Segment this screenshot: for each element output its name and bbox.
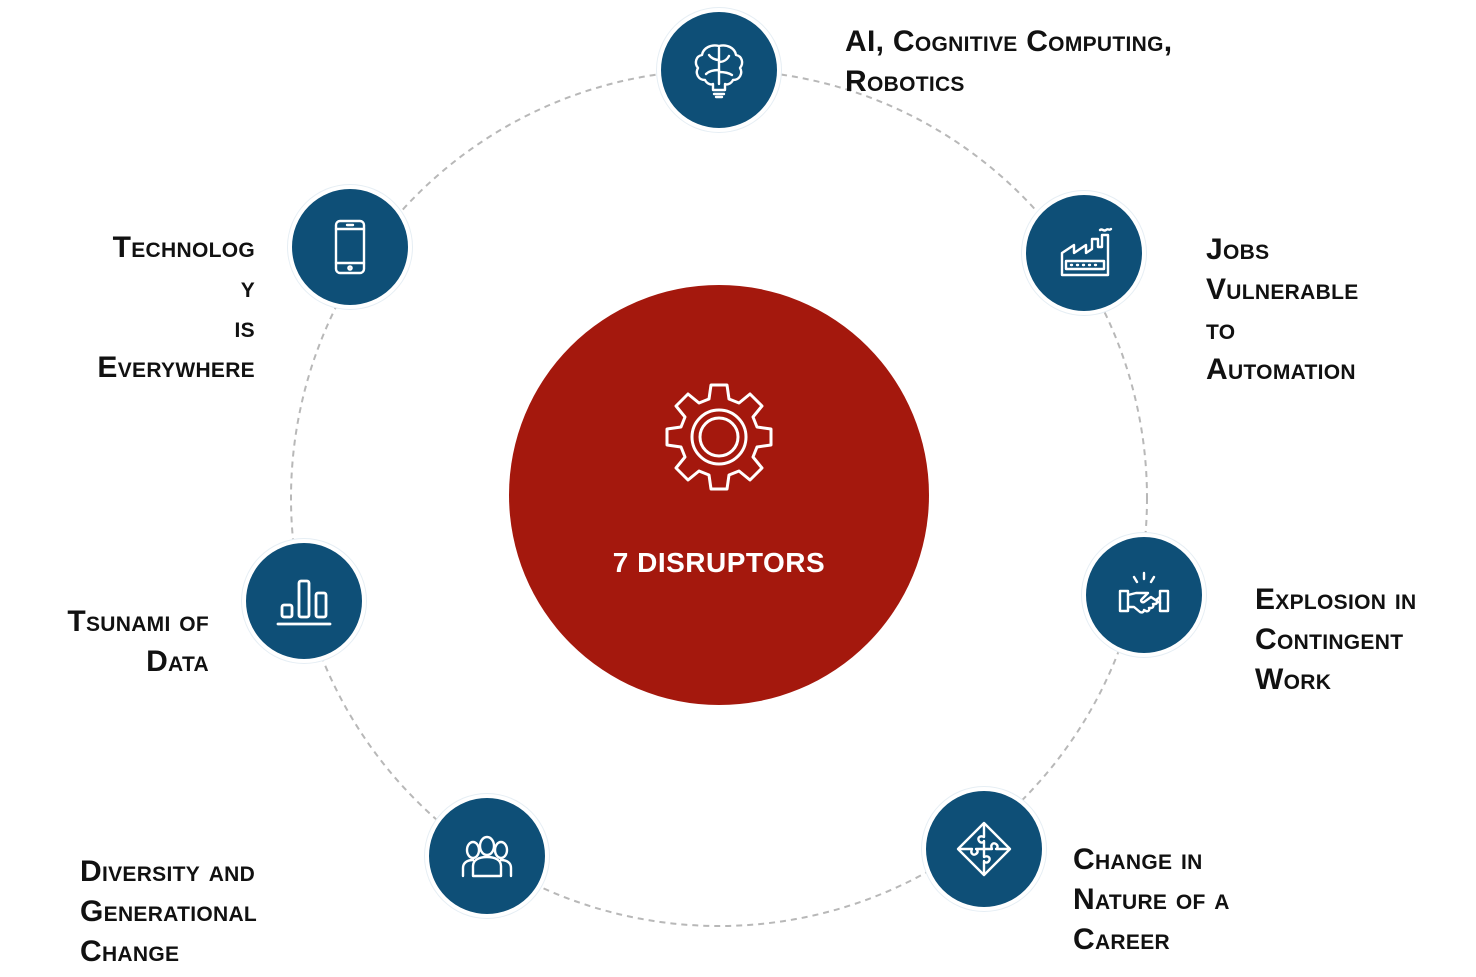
label-line: to [1206,313,1236,346]
jobs-node [1022,191,1146,315]
career-node [922,787,1046,911]
label-career: Change in Nature of a Career [1073,840,1230,960]
label-line: Jobs [1206,233,1270,266]
brain-lightbulb-icon [694,44,744,99]
factory-icon [1060,227,1113,277]
label-line: Change [80,935,180,968]
label-line: Data [146,645,209,678]
handshake-icon [1118,571,1170,614]
label-line: Automation [1206,353,1356,386]
bar-chart-icon [276,579,332,626]
label-line: Technolog [112,231,255,264]
label-line: Contingent [1255,623,1404,656]
data-node [242,539,366,663]
diversity-node [425,794,549,918]
label-line: Diversity and [80,855,256,888]
center-circle: 7 DISRUPTORS [509,285,929,705]
label-line: AI, Cognitive Computing, [845,25,1173,58]
label-line: Change in [1073,843,1203,876]
label-contingent: Explosion in Contingent Work [1255,580,1416,700]
contingent-node [1082,533,1206,657]
label-line: Work [1255,663,1332,696]
label-diversity: Diversity and Generational Change [80,852,257,972]
label-line: Tsunami of [67,605,209,638]
smartphone-icon [334,219,366,275]
puzzle-icon [956,821,1012,877]
label-line: Explosion in [1255,583,1417,616]
label-line: Everywhere [97,351,255,384]
gear-icon [665,383,773,491]
label-technology: Technolog y is Everywhere [0,228,255,388]
label-data: Tsunami of Data [0,602,209,682]
center-title: 7 DISRUPTORS [612,547,826,578]
label-line: Nature of a [1073,883,1230,916]
label-jobs: Jobs Vulnerable to Automation [1206,230,1359,390]
ai-node [657,8,781,132]
label-line: Career [1073,923,1170,956]
label-line: y [240,271,255,304]
people-group-icon [461,835,513,878]
label-line: is [234,311,255,344]
label-line: Robotics [845,65,965,98]
technology-node [288,185,412,309]
label-line: Vulnerable [1206,273,1359,306]
label-line: Generational [80,895,258,928]
label-ai: AI, Cognitive Computing, Robotics [845,22,1172,102]
